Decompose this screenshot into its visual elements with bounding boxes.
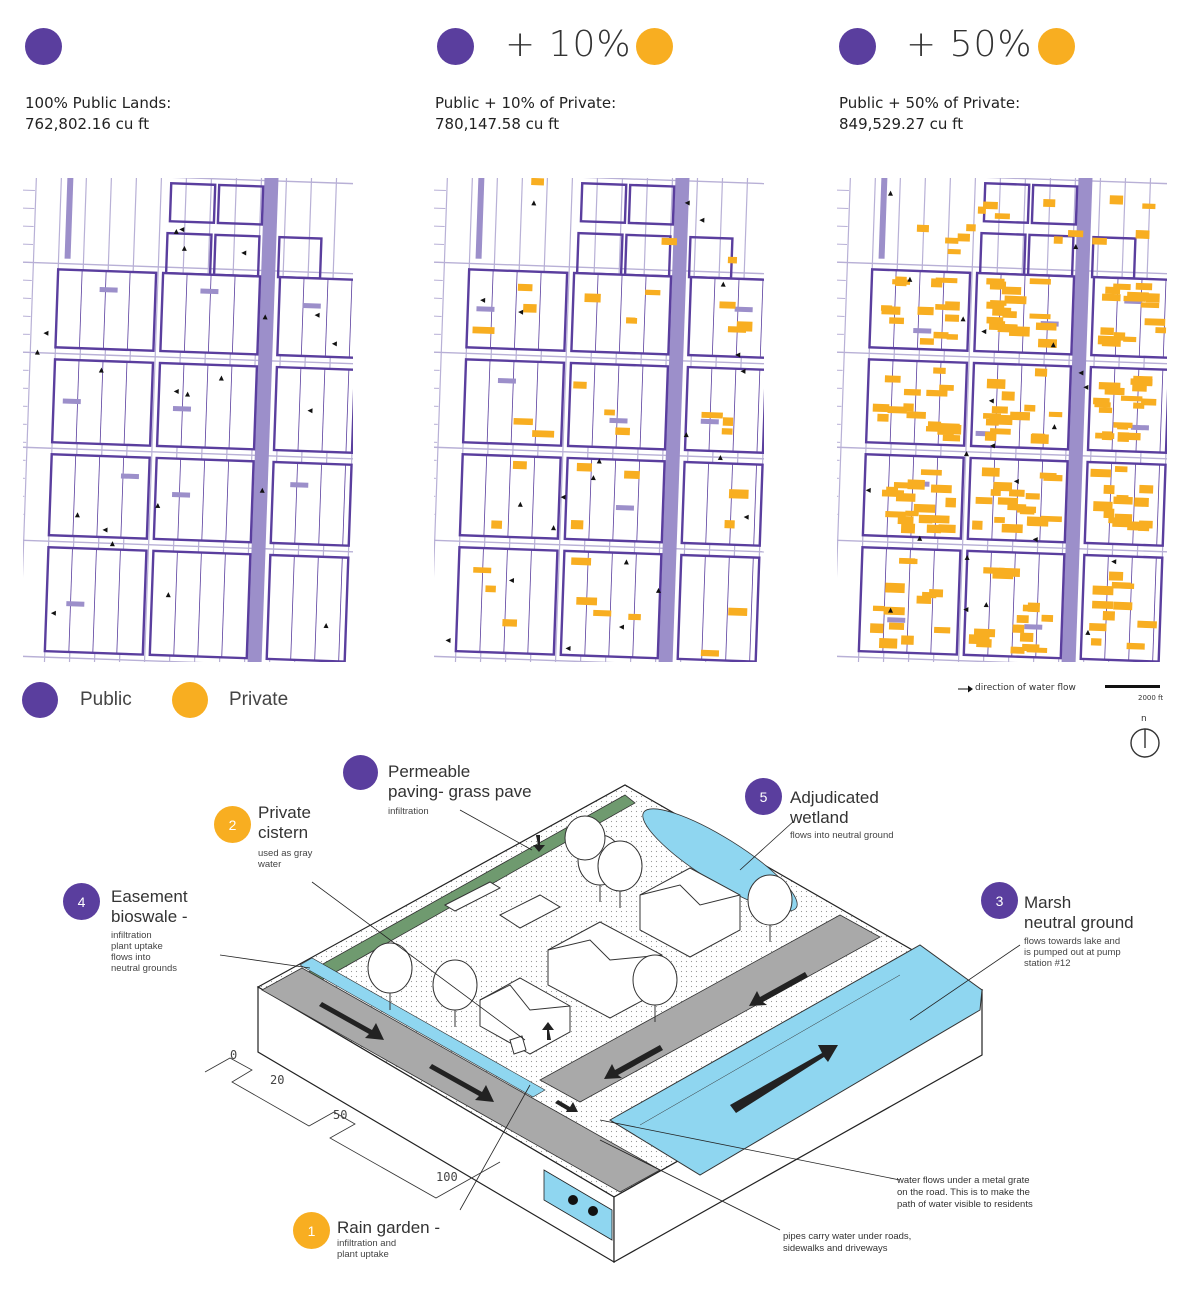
marsh-flow-arrow [730,1045,838,1113]
panel-3-caption: Public + 50% of Private: 849,529.27 cu f… [839,93,1020,135]
cistern-title-line1: Private [258,803,311,822]
public-lands-map [23,178,353,662]
bioswale-sub-line1: infiltration [111,930,152,941]
cistern-number: 2 [214,806,251,843]
wetland-title: Adjudicated wetland [790,788,879,828]
bioswale-sub: infiltration plant uptake flows into neu… [111,930,177,974]
legend-public-label: Public [80,689,132,710]
marsh-sub-line1: flows towards lake and [1024,936,1121,947]
flow-arrow-icon [958,685,973,693]
marsh-sub-line3: station #12 [1024,958,1071,969]
scale-tick-0: 0 [230,1048,238,1062]
bioswale [299,957,546,1098]
cistern-sub-line1: used as gray [258,848,313,859]
panel-2-caption: Public + 10% of Private: 780,147.58 cu f… [435,93,616,135]
legend-private-label: Private [229,689,289,710]
plus-10-label: + 10% [505,24,632,65]
shed [443,881,502,912]
cistern-title-line2: cistern [258,823,309,842]
wetland-title-line1: Adjudicated [790,788,879,807]
pipes-note-line1: pipes carry water under roads, [783,1231,912,1242]
legend-public-swatch [22,682,58,718]
public-plus-50-map [837,178,1167,662]
panel-3-caption-line1: Public + 50% of Private: [839,94,1021,112]
block-map-svg [434,178,764,662]
permeable-paving-sub: infiltration [388,806,429,817]
public-dot-panel-1 [25,28,62,65]
permeable-title-line2: paving- grass pave [388,782,532,801]
block-map-svg [837,178,1167,662]
wetland-title-line2: wetland [790,808,849,827]
grate-note-line2: on the road. This is to make the [897,1187,1030,1198]
axonometric-block-diagram [204,784,1021,1264]
marsh-number: 3 [981,882,1018,919]
private-dot-panel-2 [636,28,673,65]
wetland-sub: flows into neutral ground [790,830,894,841]
cistern-sub: used as gray water [258,848,312,870]
scale-tick-100: 100 [436,1170,458,1184]
rain-garden-sub: infiltration and plant uptake [337,1238,396,1260]
pipe-1 [568,1195,578,1205]
rain-garden-number: 1 [293,1212,330,1249]
bioswale-sub-line4: neutral grounds [111,963,178,974]
pool [498,894,562,929]
marsh-sub: flows towards lake and is pumped out at … [1024,936,1121,969]
rain-garden-sub-line1: infiltration and [337,1238,397,1249]
panel-1-caption: 100% Public Lands: 762,802.16 cu ft [25,93,171,135]
bioswale-sub-line2: plant uptake [111,941,163,952]
cistern-title: Private cistern [258,803,311,843]
road-right [539,914,881,1103]
public-dot-panel-2 [437,28,474,65]
plus-50-label: + 50% [906,24,1033,65]
panel-3-volume: 849,529.27 cu ft [839,115,964,133]
marsh-title: Marsh neutral ground [1024,893,1134,933]
marsh-title-line2: neutral ground [1024,913,1134,932]
grate-note: water flows under a metal grate on the r… [897,1175,1033,1211]
block-map-svg [23,178,353,662]
scale-label: 2000 ft [1138,694,1164,702]
rain-garden-title: Rain garden - [337,1218,441,1237]
pipe-2 [588,1206,598,1216]
panel-2-volume: 780,147.58 cu ft [435,115,560,133]
cistern [509,1035,527,1055]
public-plus-10-map [434,178,764,662]
panel-2-caption-line1: Public + 10% of Private: [435,94,617,112]
panel-1-volume: 762,802.16 cu ft [25,115,150,133]
bioswale-title-line2: bioswale - [111,907,188,926]
marsh-sub-line2: is pumped out at pump [1024,947,1121,958]
flow-direction-legend: direction of water flow [958,682,1108,696]
marsh-title-line1: Marsh [1024,893,1072,912]
north-arrow-icon [1130,728,1160,758]
pipes-note: pipes carry water under roads, sidewalks… [783,1231,911,1255]
scale-ruler [204,1057,501,1199]
bioswale-title-line1: Easement [111,887,188,906]
permeable-paving-title: Permeable paving- grass pave [388,762,532,802]
house-3 [639,867,741,958]
permeable-title-line1: Permeable [388,762,471,781]
scale-tick-50: 50 [333,1108,348,1122]
north-label: n [1141,714,1147,724]
rain-garden-sub-line2: plant uptake [337,1249,389,1260]
legend-private-swatch [172,682,208,718]
pipes-note-line2: sidewalks and driveways [783,1243,888,1254]
grate-note-line3: path of water visible to residents [897,1199,1033,1210]
bioswale-title: Easement bioswale - [111,887,188,927]
bioswale-sub-line3: flows into [111,952,151,963]
panel-1-caption-line1: 100% Public Lands: [25,94,172,112]
cistern-sub-line2: water [258,859,282,870]
flow-direction-label: direction of water flow [975,683,1076,693]
marsh [609,944,983,1176]
scale-bar [1105,685,1160,688]
bioswale-number: 4 [63,883,100,920]
public-dot-panel-3 [839,28,876,65]
channel-section [543,1169,613,1241]
grate-note-line1: water flows under a metal grate [897,1175,1030,1186]
wetland-number: 5 [745,778,782,815]
scale-tick-20: 20 [270,1073,285,1087]
private-dot-panel-3 [1038,28,1075,65]
permeable-paving-marker [343,755,378,790]
